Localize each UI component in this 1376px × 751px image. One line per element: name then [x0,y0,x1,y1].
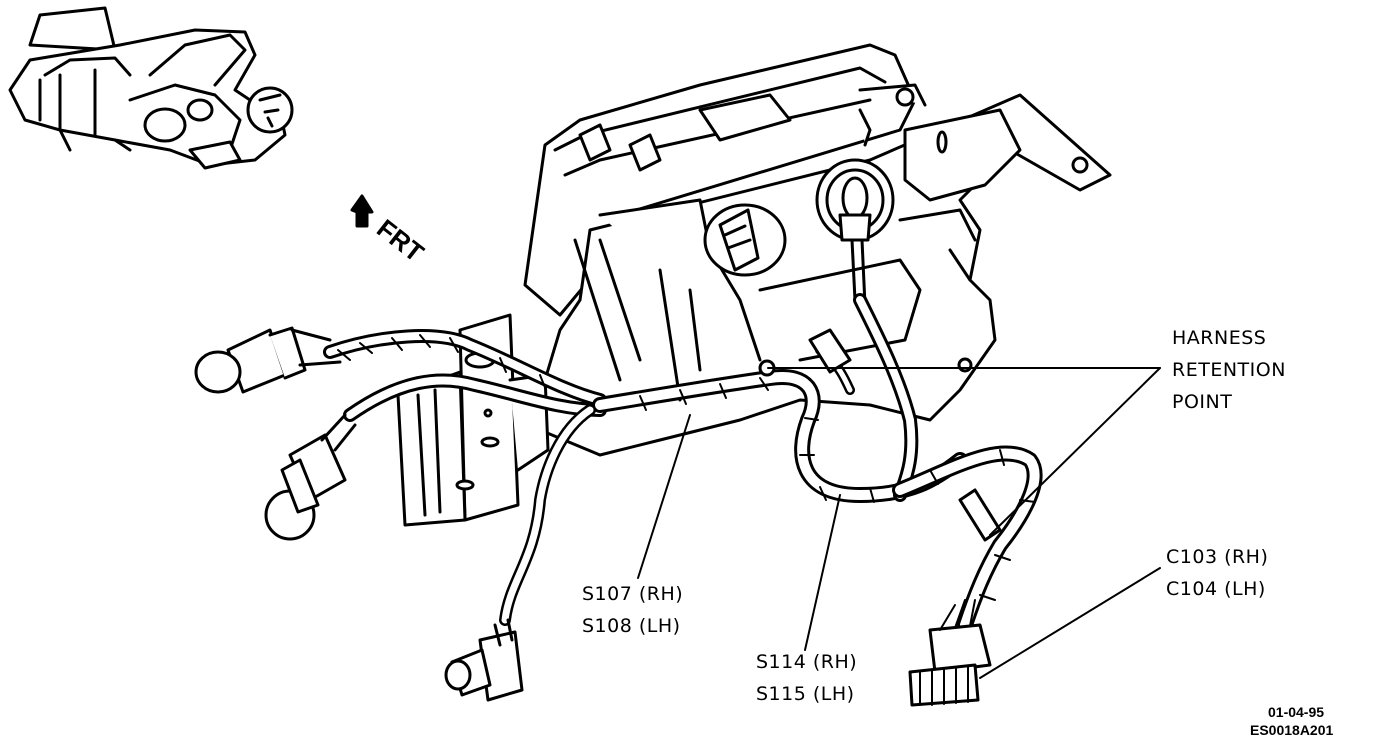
parking-lamp-bulb [264,413,357,541]
wiring-harness [323,293,1043,633]
harness-label-line-1: HARNESS [1172,327,1267,349]
figure-id: ES0018A201 [1250,722,1334,738]
s115-label: S115 (LH) [756,683,855,705]
s107-label: S107 (RH) [582,583,684,605]
front-direction-label: FRT [371,213,429,268]
s108-label: S108 (LH) [582,615,681,637]
c104-label: C104 (LH) [1166,578,1266,600]
figure-date: 01-04-95 [1268,704,1325,720]
harness-retention-clip [758,328,1002,542]
connector-c103-c104-label: C103 (RH) C104 (LH) [1166,541,1268,605]
harness-label-line-2: RETENTION [1172,359,1286,381]
leader-lines [637,367,1161,679]
headlamp-housing [523,43,927,317]
housing-bulb-socket-right [815,158,895,307]
harness-retention-point-label: HARNESS RETENTION POINT [1172,322,1286,418]
housing-bulb-socket-left [703,203,787,277]
front-direction-arrow [350,194,374,228]
lower-bulb-socket [444,618,524,702]
s114-label: S114 (RH) [756,651,858,673]
splice-s107-s108-label: S107 (RH) S108 (LH) [582,578,683,642]
c103-label: C103 (RH) [1166,546,1269,568]
harness-label-line-3: POINT [1172,391,1233,413]
side-marker-bulb [194,326,342,394]
splice-s114-s115-label: S114 (RH) S115 (LH) [756,646,857,710]
harness-connector [908,599,992,707]
vehicle-locator-thumbnail [8,6,294,170]
